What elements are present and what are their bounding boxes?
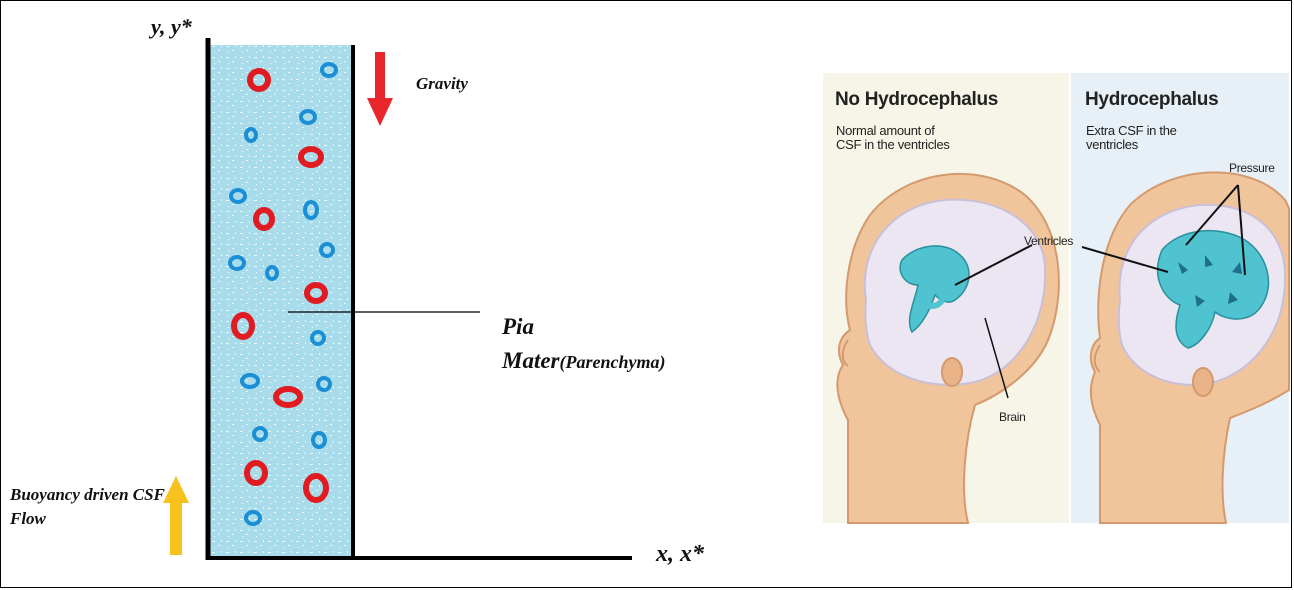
x-axis-label: x, x* — [656, 541, 704, 568]
csf-fluid-column — [208, 45, 353, 558]
subtitle-line2: ventricles — [1086, 138, 1177, 152]
subtitle-line2: CSF in the ventricles — [836, 138, 950, 152]
subtitle-line1: Extra CSF in the — [1086, 124, 1177, 138]
panel-subtitle-hydrocephalus: Extra CSF in the ventricles — [1086, 124, 1177, 151]
pressure-callout: Pressure — [1229, 162, 1275, 175]
pia-mater-label: Pia Mater(Parenchyma) — [502, 310, 665, 379]
csf-channel-diagram — [163, 38, 632, 560]
subtitle-line1: Normal amount of — [836, 124, 950, 138]
buoyancy-label-line2: Flow — [10, 507, 165, 531]
buoyancy-label: Buoyancy driven CSF Flow — [10, 483, 165, 531]
ventricles-callout: Ventricles — [1024, 235, 1073, 248]
panel-title-hydrocephalus: Hydrocephalus — [1085, 90, 1218, 110]
pia-label-line2: Mater(Parenchyma) — [502, 344, 665, 379]
panel-title-no-hydrocephalus: No Hydrocephalus — [835, 90, 998, 110]
brain-callout: Brain — [999, 411, 1026, 424]
pia-label-suffix: (Parenchyma) — [560, 352, 666, 372]
buoyancy-arrow — [163, 476, 189, 555]
y-axis-label: y, y* — [151, 14, 192, 40]
ear — [1193, 368, 1213, 396]
pia-label-line1: Pia — [502, 310, 665, 344]
gravity-arrow — [367, 52, 393, 126]
ear — [942, 358, 962, 386]
buoyancy-label-line1: Buoyancy driven CSF — [10, 483, 165, 507]
gravity-label: Gravity — [416, 74, 468, 94]
panel-subtitle-no-hydrocephalus: Normal amount of CSF in the ventricles — [836, 124, 950, 151]
pia-label-mater: Mater — [502, 348, 560, 373]
